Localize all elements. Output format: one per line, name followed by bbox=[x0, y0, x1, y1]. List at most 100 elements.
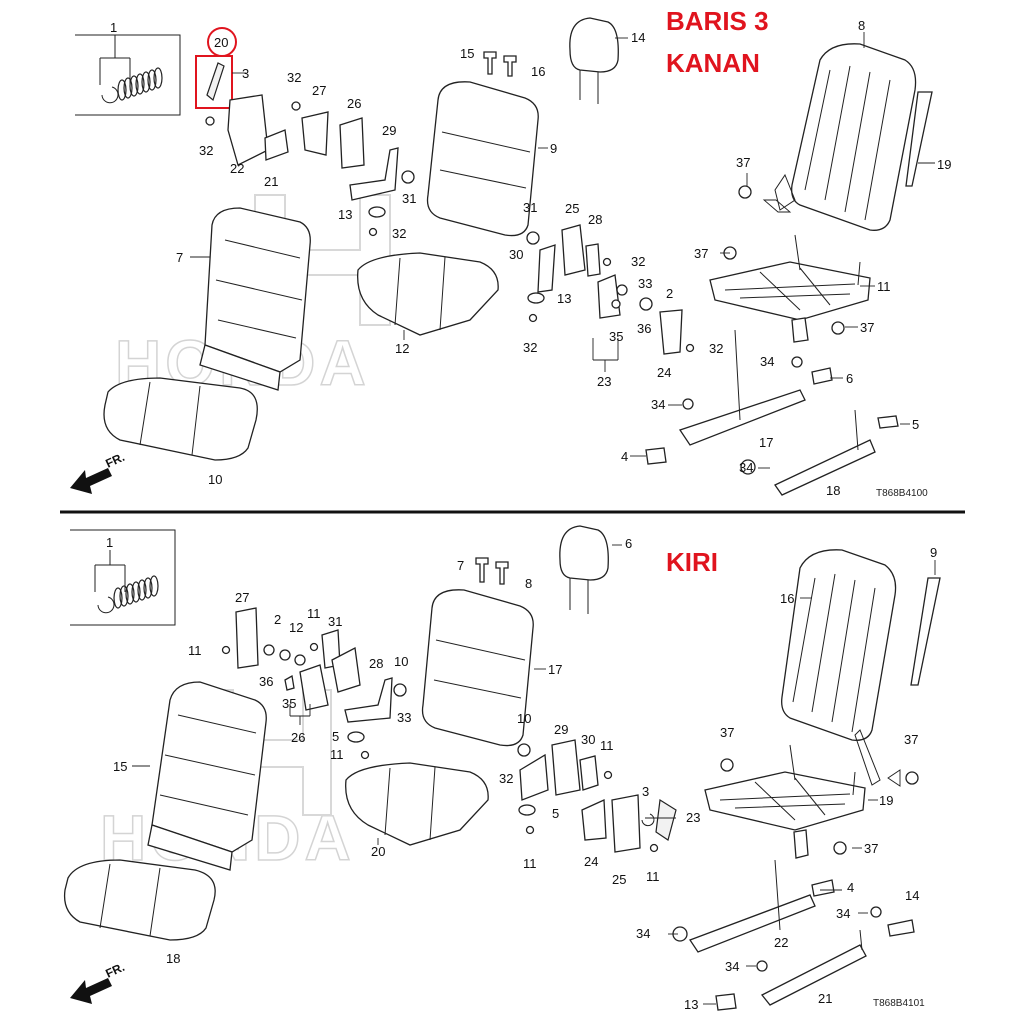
callout-34: 34 bbox=[636, 926, 650, 941]
callout-32: 32 bbox=[631, 254, 645, 269]
callout-26: 26 bbox=[347, 96, 361, 111]
callout-16: 16 bbox=[780, 591, 794, 606]
callout-27: 27 bbox=[312, 83, 326, 98]
callout-32: 32 bbox=[287, 70, 301, 85]
callout-11: 11 bbox=[307, 606, 321, 621]
callout-1: 1 bbox=[110, 20, 117, 35]
top-headrest-14 bbox=[569, 17, 619, 104]
callout-37: 37 bbox=[736, 155, 750, 170]
callout-21: 21 bbox=[264, 174, 278, 189]
callout-33: 33 bbox=[397, 710, 411, 725]
top-cushion-10 bbox=[103, 377, 258, 461]
bottom-frame-16 bbox=[781, 549, 919, 786]
top-cushion-12 bbox=[357, 252, 499, 336]
callout-5: 5 bbox=[912, 417, 919, 432]
bottom-callouts: 1 27 2 12 11 31 11 36 28 35 26 7 8 6 10 … bbox=[106, 535, 937, 1012]
callout-12: 12 bbox=[289, 620, 303, 635]
callout-22: 22 bbox=[230, 161, 244, 176]
callout-31: 31 bbox=[402, 191, 416, 206]
callout-20: 20 bbox=[214, 35, 228, 50]
callout-33: 33 bbox=[638, 276, 652, 291]
bottom-rod-9 bbox=[910, 577, 941, 686]
top-fr-label: FR. bbox=[103, 450, 126, 471]
callout-2: 2 bbox=[666, 286, 673, 301]
callout-12: 12 bbox=[395, 341, 409, 356]
top-hardware-middle bbox=[526, 224, 695, 355]
callout-23: 23 bbox=[597, 374, 611, 389]
callout-6: 6 bbox=[846, 371, 853, 386]
callout-11: 11 bbox=[646, 869, 660, 884]
bottom-hardware-left bbox=[221, 607, 407, 760]
callout-14: 14 bbox=[905, 888, 919, 903]
top-hardware-left bbox=[205, 94, 415, 237]
callout-29: 29 bbox=[382, 123, 396, 138]
callout-7: 7 bbox=[457, 558, 464, 573]
callout-11: 11 bbox=[330, 747, 344, 762]
top-title-line2: KANAN bbox=[666, 48, 760, 78]
top-diagram: HONDA bbox=[70, 6, 951, 499]
callout-37: 37 bbox=[720, 725, 734, 740]
callout-23: 23 bbox=[686, 810, 700, 825]
callout-5: 5 bbox=[332, 729, 339, 744]
callout-6: 6 bbox=[625, 536, 632, 551]
callout-37: 37 bbox=[694, 246, 708, 261]
callout-11: 11 bbox=[188, 643, 202, 658]
callout-32: 32 bbox=[523, 340, 537, 355]
callout-24: 24 bbox=[657, 365, 671, 380]
bottom-diagram-code: T868B4101 bbox=[873, 998, 925, 1009]
callout-8: 8 bbox=[525, 576, 532, 591]
callout-32: 32 bbox=[709, 341, 723, 356]
top-rails bbox=[645, 329, 899, 496]
callout-35: 35 bbox=[609, 329, 623, 344]
callout-11: 11 bbox=[877, 279, 891, 294]
callout-20: 20 bbox=[371, 844, 385, 859]
callout-1: 1 bbox=[106, 535, 113, 550]
callout-17: 17 bbox=[759, 435, 773, 450]
bottom-seatback-15 bbox=[147, 681, 267, 871]
bottom-title: KIRI bbox=[666, 547, 718, 577]
top-seat-frame-11 bbox=[709, 234, 871, 343]
top-leader-lines bbox=[190, 32, 935, 469]
callout-5: 5 bbox=[552, 806, 559, 821]
bottom-leader-lines bbox=[132, 544, 936, 1005]
callout-9: 9 bbox=[550, 141, 557, 156]
callout-26: 26 bbox=[291, 730, 305, 745]
top-title-line1: BARIS 3 bbox=[666, 6, 769, 36]
callout-18: 18 bbox=[166, 951, 180, 966]
callout-36: 36 bbox=[259, 674, 273, 689]
callout-32: 32 bbox=[199, 143, 213, 158]
callout-11: 11 bbox=[523, 856, 537, 871]
top-frame-8 bbox=[738, 43, 917, 231]
top-bolts-15-16 bbox=[483, 51, 517, 77]
callout-37: 37 bbox=[860, 320, 874, 335]
callout-13: 13 bbox=[684, 997, 698, 1012]
callout-30: 30 bbox=[581, 732, 595, 747]
callout-13: 13 bbox=[557, 291, 571, 306]
callout-35: 35 bbox=[282, 696, 296, 711]
callout-36: 36 bbox=[637, 321, 651, 336]
top-seatback-9 bbox=[426, 81, 539, 237]
callout-34: 34 bbox=[760, 354, 774, 369]
callout-17: 17 bbox=[548, 662, 562, 677]
callout-10: 10 bbox=[208, 472, 222, 487]
top-fr-arrow: FR. bbox=[70, 450, 127, 494]
callout-31: 31 bbox=[523, 200, 537, 215]
top-callouts: 1 20 3 32 27 26 32 22 21 15 16 14 8 9 29… bbox=[110, 18, 951, 498]
callout-14: 14 bbox=[631, 30, 645, 45]
bottom-cushion-18 bbox=[63, 859, 216, 941]
bottom-diagram: HONDA bbox=[63, 525, 941, 1012]
callout-29: 29 bbox=[554, 722, 568, 737]
callout-10: 10 bbox=[394, 654, 408, 669]
bottom-seat-frame-19 bbox=[704, 744, 866, 859]
bottom-inset-part-1 bbox=[70, 529, 176, 626]
callout-8: 8 bbox=[858, 18, 865, 33]
callout-11: 11 bbox=[600, 738, 614, 753]
callout-34: 34 bbox=[651, 397, 665, 412]
callout-32: 32 bbox=[499, 771, 513, 786]
callout-34: 34 bbox=[836, 906, 850, 921]
callout-9: 9 bbox=[930, 545, 937, 560]
callout-24: 24 bbox=[584, 854, 598, 869]
callout-31: 31 bbox=[328, 614, 342, 629]
